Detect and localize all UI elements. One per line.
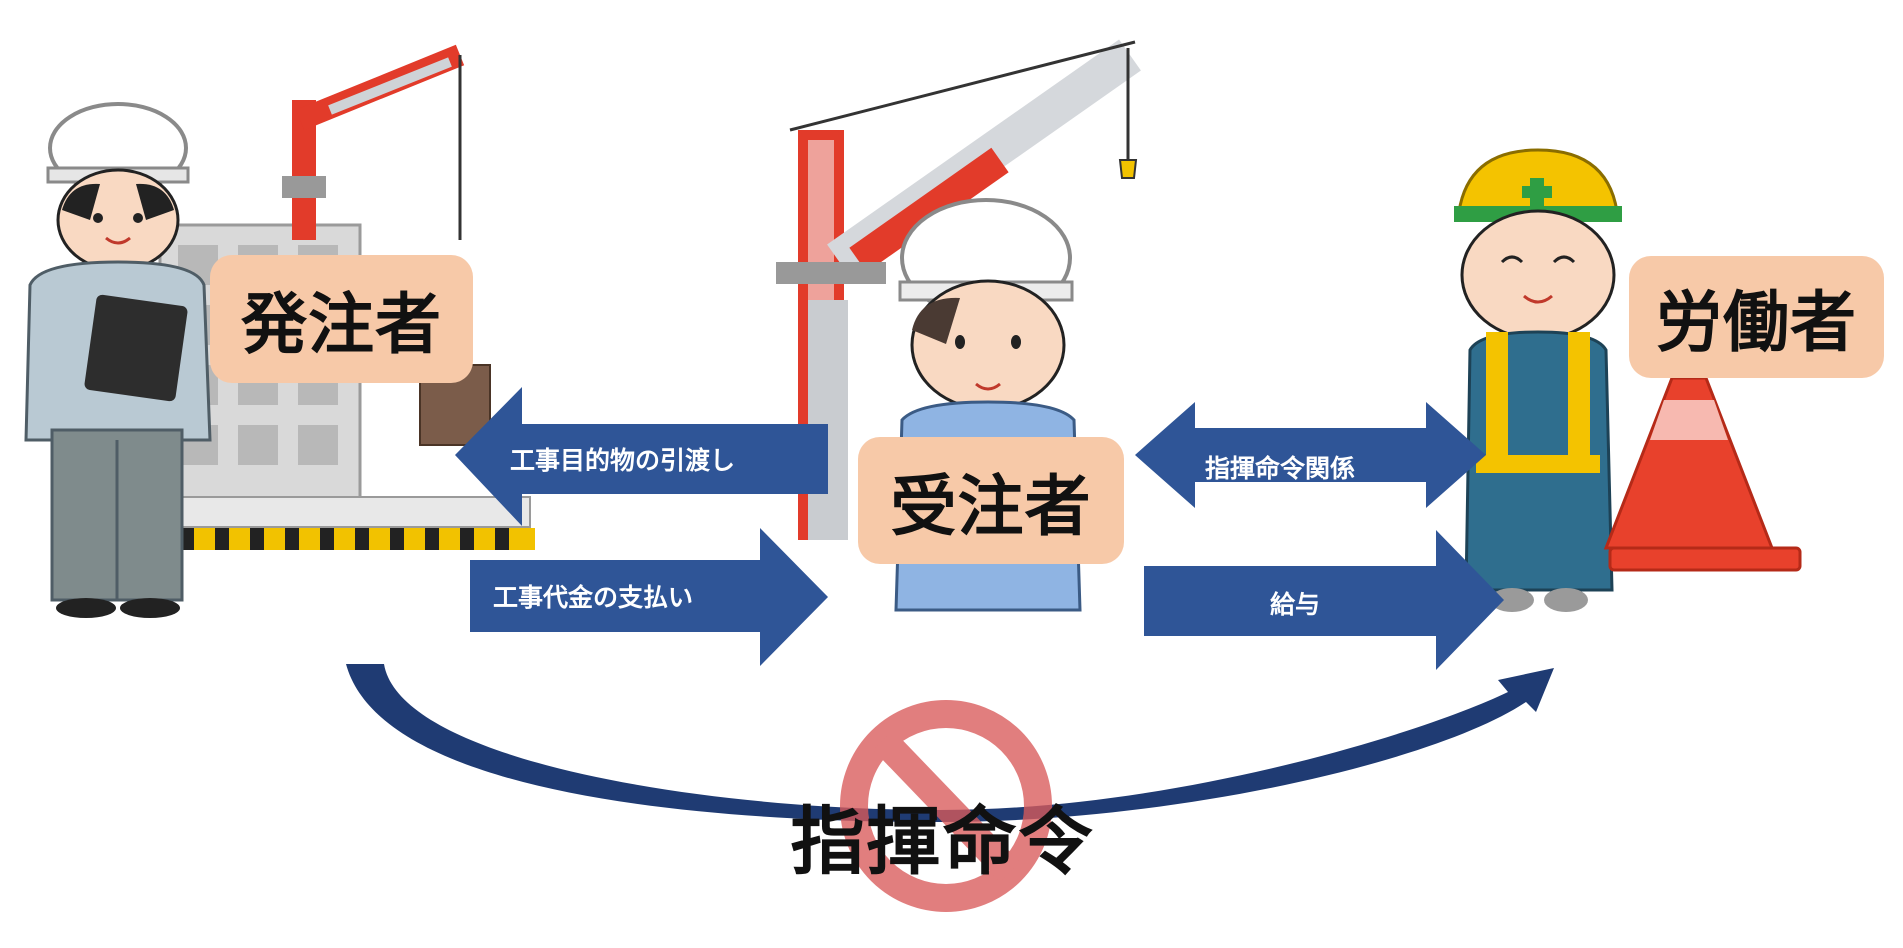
prohibited-icon: [840, 700, 1052, 912]
worker-label: 労働者: [1656, 284, 1857, 361]
salary-arrow: [1144, 530, 1504, 670]
worker-with-safety-vest-icon: [1454, 148, 1622, 612]
salary-label: 給与: [1270, 590, 1321, 619]
tower-crane-icon: [282, 44, 465, 240]
prohibited-command-text: 指揮命令: [0, 782, 1903, 889]
contractor-label-box: 受注者: [858, 437, 1124, 564]
handover-label: 工事目的物の引渡し: [510, 446, 736, 475]
worker-label-box: 労働者: [1629, 256, 1884, 378]
orderer-label-box: 発注者: [210, 255, 473, 383]
prohibited-command-label: 指揮命令: [790, 799, 1095, 885]
curved-indirect-arrow: [346, 664, 1554, 822]
traffic-cone-icon: [1603, 376, 1802, 572]
contractor-label: 受注者: [890, 467, 1092, 545]
payment-arrow: [470, 528, 828, 666]
payment-label: 工事代金の支払い: [493, 583, 694, 612]
handover-arrow: [455, 387, 828, 526]
command-relation-arrow: [1135, 402, 1486, 508]
command-relation-label: 指揮命令関係: [1205, 454, 1356, 483]
supervisor-with-clipboard-icon: [24, 102, 212, 618]
orderer-label: 発注者: [241, 286, 442, 363]
